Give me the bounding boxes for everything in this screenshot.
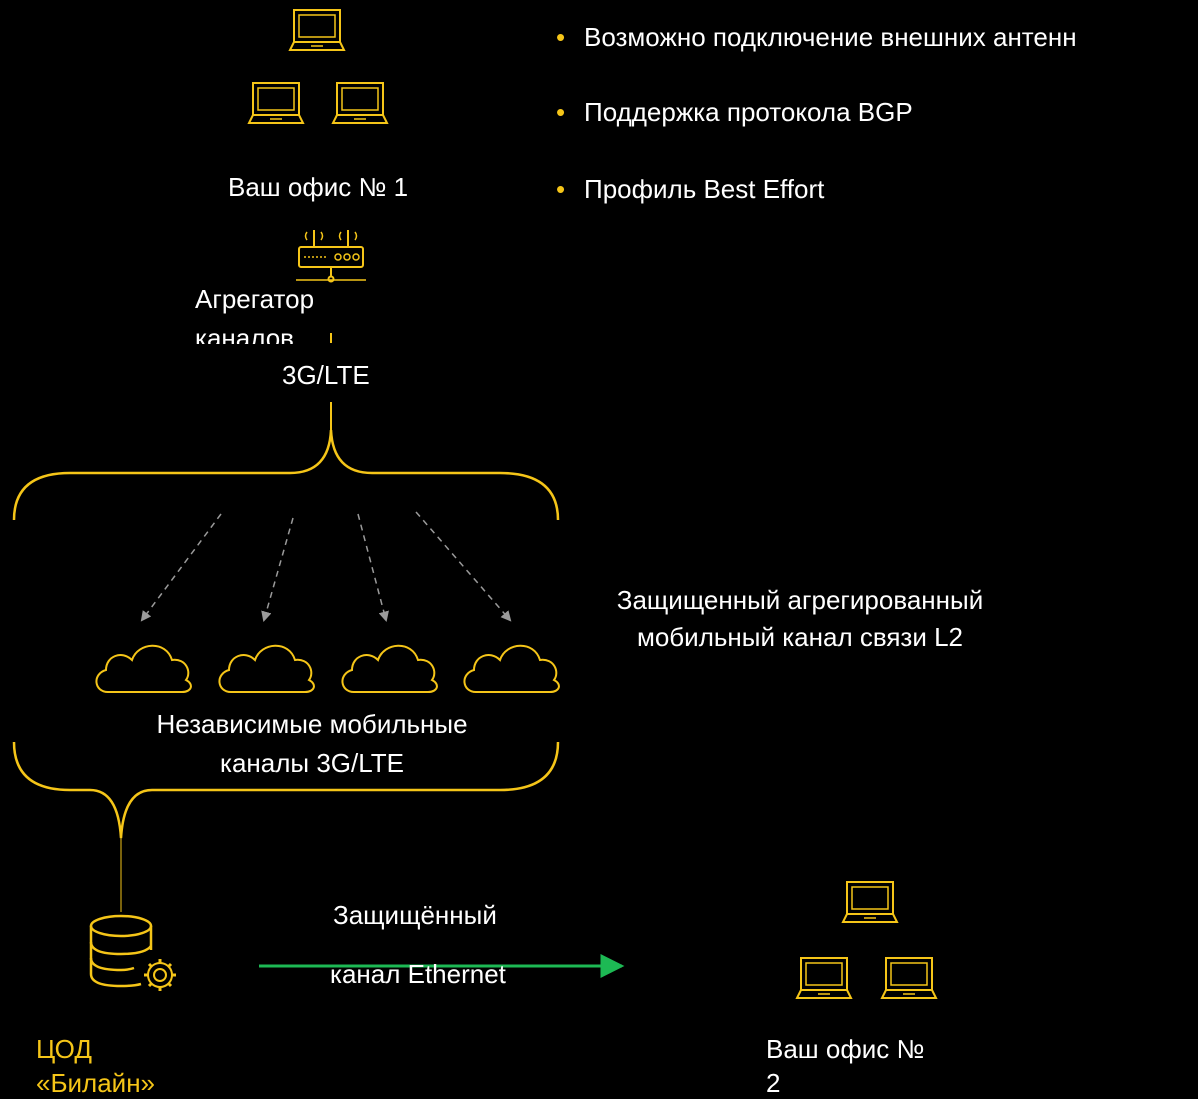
aggregator-type: 3G/LTE [282, 360, 370, 390]
router-icon [296, 230, 366, 283]
database-gear-icon [89, 914, 176, 991]
bullet-dot: • [556, 22, 566, 52]
aggregator-line1: Агрегатор [195, 284, 315, 314]
laptop-icon [289, 9, 345, 51]
cloud-icon [95, 644, 192, 693]
cloud-icon [341, 644, 438, 693]
laptop-icon [332, 82, 388, 124]
ethernet-line2: канал Ethernet [330, 959, 506, 989]
bullet-text: Возможно подключение внешних антенн [584, 22, 1077, 52]
laptop-icon [248, 82, 304, 124]
bullet-dot: • [556, 97, 566, 127]
cloud-icon [463, 644, 560, 693]
office2-line2: 2 [766, 1068, 781, 1098]
bullet-dot: • [556, 174, 566, 204]
office2-line1: Ваш офис № [766, 1034, 925, 1064]
bullet-item: • Возможно подключение внешних антенн [556, 22, 1077, 53]
office1-label: Ваш офис № 1 [228, 172, 409, 202]
bullet-text: Поддержка протокола BGP [584, 97, 913, 127]
ethernet-line1: Защищённый [333, 900, 497, 930]
cloud-icon [218, 644, 315, 693]
aggregator-line2: каналов [195, 323, 294, 344]
office1-laptops [248, 9, 388, 124]
bullet-text: Профиль Best Effort [584, 174, 825, 204]
laptop-icon [842, 881, 898, 923]
laptop-icon [881, 957, 937, 999]
bullet-item: • Профиль Best Effort [556, 174, 824, 205]
independent-line2: каналы 3G/LTE [220, 748, 404, 778]
datacenter-line2: «Билайн» [36, 1068, 156, 1098]
datacenter-line1: ЦОД [36, 1034, 92, 1064]
dashed-arrows [140, 511, 512, 623]
laptop-icon [796, 957, 852, 999]
secure-aggregated-line2: мобильный канал связи L2 [636, 622, 964, 652]
bullet-item: • Поддержка протокола BGP [556, 97, 913, 128]
top-brace [12, 429, 560, 521]
independent-line1: Независимые мобильные [156, 709, 468, 739]
office2-laptops [796, 881, 937, 999]
secure-aggregated-line1: Защищенный агрегированный [616, 585, 984, 615]
